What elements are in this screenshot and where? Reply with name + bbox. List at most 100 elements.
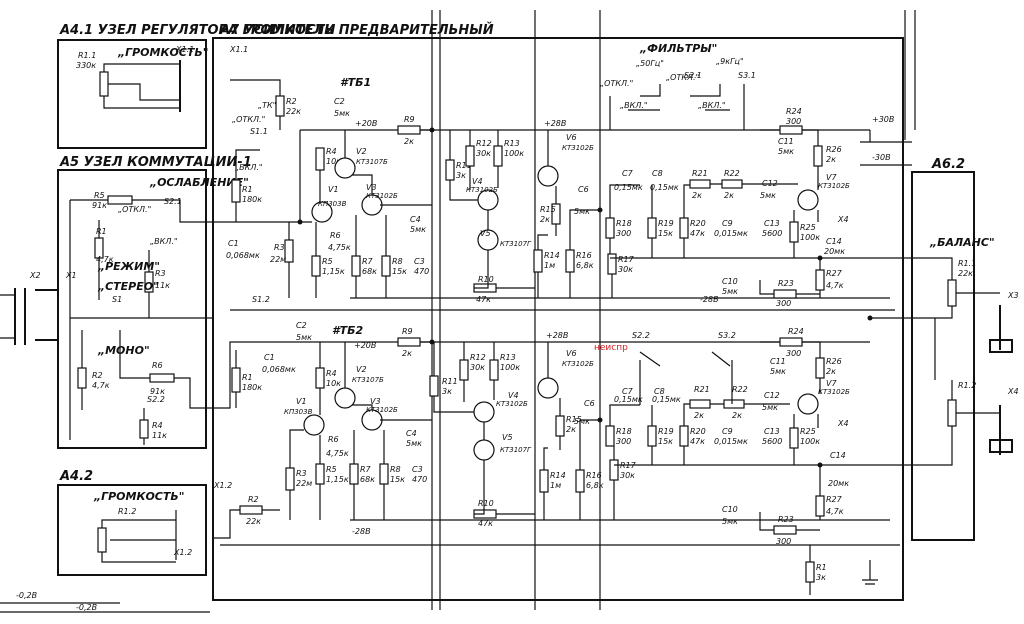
resistor-r6a xyxy=(149,373,175,383)
resistor-r13 xyxy=(493,145,503,167)
wires-a41 xyxy=(103,63,180,109)
label-r13-ch2: R13 xyxy=(500,353,516,362)
wires-filter-switches-ch2 xyxy=(639,351,733,405)
label-c1b: C1 xyxy=(264,353,275,362)
label-r2a: R2 xyxy=(92,371,103,380)
wires-channel2 xyxy=(213,341,821,595)
label-c10-ch2: C10 xyxy=(722,505,738,514)
resistor-r23 xyxy=(773,289,797,299)
label-s1: S1 xyxy=(112,295,122,304)
label-r23: R23 xyxy=(778,279,794,288)
value-c1b: 0,068мк xyxy=(262,365,296,374)
value-r16-ch2: 6,8к xyxy=(586,481,604,490)
value-r14: 1м xyxy=(544,261,555,270)
label-r1: R1 xyxy=(242,185,253,194)
value-r25: 100к xyxy=(800,233,820,242)
resistor-r12b-ch2 xyxy=(459,359,469,381)
label-filtry: „ФИЛЬТРЫ" xyxy=(639,42,717,55)
label-c8: C8 xyxy=(652,169,663,178)
label-c3: C3 xyxy=(414,257,425,266)
resistor-r19-ch2 xyxy=(647,425,657,447)
block-a41-frame xyxy=(57,39,207,149)
label-c9: C9 xyxy=(722,219,733,228)
resistor-r19 xyxy=(647,217,657,239)
label-r5: R5 xyxy=(322,257,333,266)
value-c2: 5мк xyxy=(334,109,350,118)
label-r17: R17 xyxy=(618,255,635,264)
label-r6-ch2: R6 xyxy=(328,435,339,444)
label-c7-ch2: C7 xyxy=(622,387,634,396)
label-r4: R4 xyxy=(326,147,337,156)
value-c10-ch2: 5мк xyxy=(722,517,738,526)
label-r24: R24 xyxy=(786,107,802,116)
resistor-r7-ch2 xyxy=(349,463,359,485)
value-r10: 47к xyxy=(476,295,491,304)
resistor-r13-ch2 xyxy=(489,359,499,381)
value-r3: 22м xyxy=(270,255,286,264)
transistor-v5-ch2 xyxy=(473,439,495,461)
value-c3: 470 xyxy=(414,267,429,276)
transistor-v6 xyxy=(537,165,559,187)
value-r5-ch2: 1,15к xyxy=(326,475,349,484)
label-rk1: R1 xyxy=(816,563,827,572)
type-v4-ch2: КТ3102Б xyxy=(496,400,528,408)
label-vkl-s11: „ВКЛ." xyxy=(235,163,263,172)
transistor-v7 xyxy=(797,189,819,211)
value-r24-ch2: 300 xyxy=(786,349,801,358)
type-v2-ch2: КТ3107Б xyxy=(352,376,384,384)
label-c10: C10 xyxy=(722,277,738,286)
label-r26: R26 xyxy=(826,145,842,154)
label-r4a: R4 xyxy=(152,421,163,430)
label-c14: C14 xyxy=(826,237,842,246)
block-a7-title: А7 УСИЛИТЕЛЬ ПРЕДВАРИТЕЛЬНЫЙ xyxy=(219,22,494,38)
label-tb1: #ТБ1 xyxy=(340,76,371,89)
wires-a62 xyxy=(912,257,1000,466)
resistor-r17-ch2 xyxy=(609,459,619,481)
label-x4a: X4 xyxy=(837,215,849,224)
resistor-r1-ch2 xyxy=(231,367,241,393)
resistor-r11b-ch2 xyxy=(429,375,439,397)
label-v6-ch2: V6 xyxy=(566,349,577,358)
label-r16-ch2: R16 xyxy=(586,471,602,480)
label-c11: C11 xyxy=(778,137,794,146)
value-r27: 4,7к xyxy=(826,281,844,290)
label-r12: R1.2 xyxy=(118,507,136,516)
resistor-r12b xyxy=(465,145,475,167)
junction-dot xyxy=(817,462,823,468)
label-v7-ch2: V7 xyxy=(826,379,837,388)
resistor-r18 xyxy=(605,217,615,239)
label-v5: V5 xyxy=(480,229,491,238)
resistor-r2-ch2 xyxy=(239,505,263,515)
resistor-r25 xyxy=(789,221,799,243)
label-r27-ch2: R27 xyxy=(826,495,843,504)
label-r12b-ch2: R12 xyxy=(470,353,486,362)
label-r4-ch2: R4 xyxy=(326,369,337,378)
label-r22: R22 xyxy=(724,169,740,178)
value-r7-ch2: 68к xyxy=(360,475,375,484)
resistor-r26 xyxy=(813,145,823,167)
label-r1-ch2: R1 xyxy=(242,373,253,382)
value-c8: 0,15мк xyxy=(650,183,679,192)
label-r13: R13 xyxy=(504,139,520,148)
resistor-r18-ch2 xyxy=(605,425,615,447)
resistor-r1 xyxy=(231,179,241,203)
value-c14: 20мк xyxy=(824,247,845,256)
resistor-r23-ch2 xyxy=(773,525,797,535)
label-f50: „50Гц" xyxy=(636,59,664,68)
resistor-r22-ch2 xyxy=(723,399,745,409)
label-c9-ch2: C9 xyxy=(722,427,733,436)
label-r10-ch2: R10 xyxy=(478,499,494,508)
value-c7-ch2: 0,15мк xyxy=(614,395,643,404)
label-r3: R3 xyxy=(274,243,285,252)
value-r11b: 3к xyxy=(456,171,466,180)
resistor-r21 xyxy=(689,179,711,189)
value-c9-ch2: 0,015мк xyxy=(714,437,748,446)
value-c14-ch2: 20мк xyxy=(828,479,849,488)
value-r11b-ch2: 3к xyxy=(442,387,452,396)
label-tb2: #ТБ2 xyxy=(332,324,364,337)
type-v4: КТ3102Б xyxy=(466,186,498,194)
value-r10-ch2: 47к xyxy=(478,519,493,528)
label-c13: C13 xyxy=(764,219,780,228)
value-r7: 68к xyxy=(362,267,377,276)
value-r21-ch2: 2к xyxy=(694,411,704,420)
